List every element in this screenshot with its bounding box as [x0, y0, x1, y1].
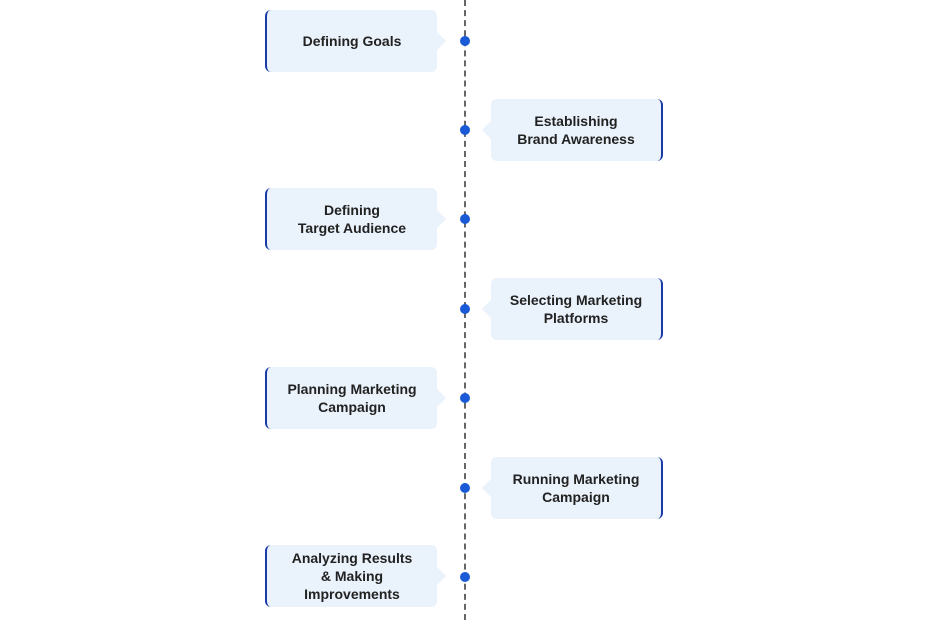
timeline-step-card: Selecting Marketing Platforms: [491, 278, 663, 340]
timeline-dot: [460, 214, 470, 224]
timeline-step-card: Defining Target Audience: [265, 188, 437, 250]
timeline-dot: [460, 393, 470, 403]
timeline-step-card: Establishing Brand Awareness: [491, 99, 663, 161]
timeline-dot: [460, 36, 470, 46]
timeline-dot: [460, 483, 470, 493]
timeline-step-card: Planning Marketing Campaign: [265, 367, 437, 429]
step-label: Selecting Marketing Platforms: [509, 292, 643, 326]
step-label: Planning Marketing Campaign: [287, 381, 417, 415]
step-label: Defining Target Audience: [297, 202, 407, 236]
step-label: Analyzing Results & Making Improvements: [291, 550, 413, 602]
step-label: Running Marketing Campaign: [512, 471, 640, 505]
timeline-dot: [460, 304, 470, 314]
timeline-step-card: Analyzing Results & Making Improvements: [265, 545, 437, 607]
timeline-dot: [460, 572, 470, 582]
step-label: Defining Goals: [302, 33, 402, 49]
timeline-dot: [460, 125, 470, 135]
step-label: Establishing Brand Awareness: [517, 113, 635, 147]
timeline-step-card: Running Marketing Campaign: [491, 457, 663, 519]
timeline-step-card: Defining Goals: [265, 10, 437, 72]
